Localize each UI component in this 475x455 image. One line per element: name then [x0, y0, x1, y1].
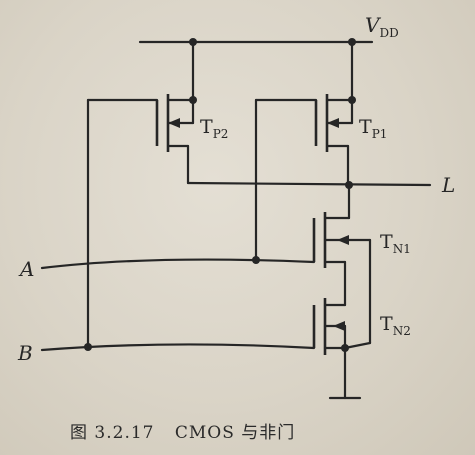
tn1-label: TN1	[380, 231, 411, 256]
output-wire	[186, 181, 432, 187]
figure-title: CMOS 与非门	[174, 423, 296, 443]
ground-symbol	[328, 346, 362, 400]
input-b-wire	[40, 98, 316, 352]
tn2-label: TN2	[380, 313, 411, 338]
output-label: L	[441, 173, 455, 197]
figure-caption: 图 3.2.17 CMOS 与非门	[70, 418, 410, 443]
input-a-wire	[40, 98, 318, 270]
transistor-tp2	[155, 40, 197, 185]
input-b-label: B	[17, 341, 33, 365]
transistor-tn1	[312, 183, 372, 345]
input-a-label: A	[18, 257, 34, 281]
tp2-label: TP2	[200, 116, 228, 141]
transistor-tn2	[312, 260, 372, 355]
tp1-label: TP1	[359, 116, 387, 141]
vdd-label: VDD	[365, 13, 399, 40]
transistor-tp1	[314, 40, 356, 187]
figure-number: 图 3.2.17	[70, 423, 155, 443]
